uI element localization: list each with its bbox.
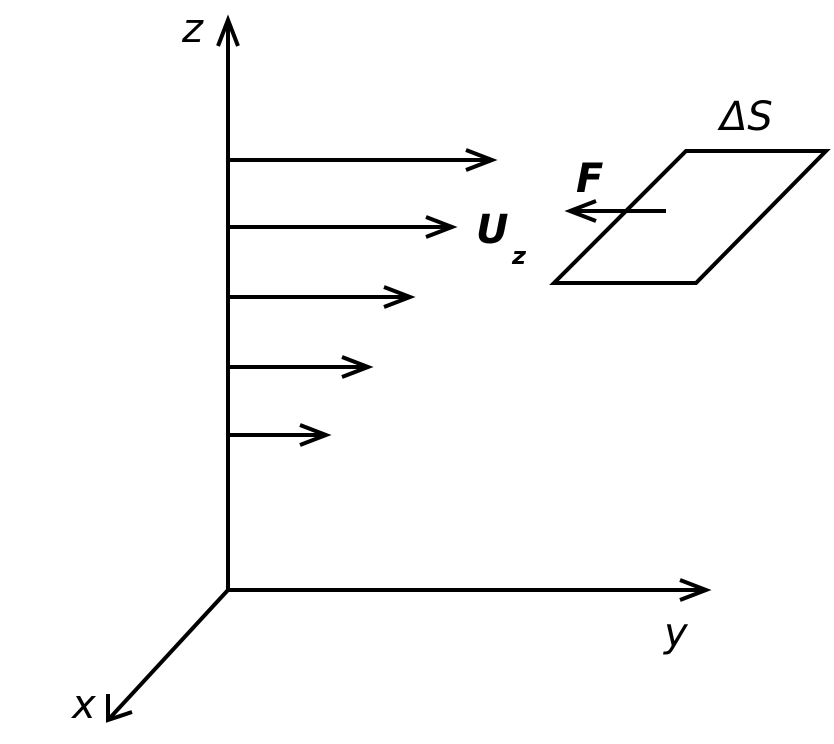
velocity-arrowhead-1 [465, 148, 498, 172]
velocity-arrowhead-2 [425, 215, 458, 239]
z-axis [216, 14, 240, 592]
x-axis [106, 588, 230, 723]
velocity-subscript: z [511, 242, 527, 270]
z-axis-arrowhead [216, 14, 240, 47]
y-axis [228, 578, 712, 602]
velocity-label: U [476, 207, 508, 253]
y-axis-label: y [663, 610, 689, 656]
area-label: ΔS [717, 94, 773, 140]
x-axis-line [106, 588, 230, 722]
x-axis-arrowhead [106, 694, 133, 723]
velocity-arrowhead-4 [341, 355, 374, 379]
y-axis-arrowhead [679, 578, 712, 602]
area-element-parallelogram [549, 149, 831, 285]
x-axis-label: x [70, 682, 96, 728]
z-axis-label: z [181, 6, 204, 52]
velocity-arrowhead-3 [383, 285, 416, 309]
force-arrow [564, 199, 666, 223]
velocity-profile [228, 148, 498, 447]
velocity-arrowhead-5 [299, 423, 332, 447]
force-label: F [576, 156, 603, 202]
force-arrowhead [564, 199, 597, 223]
